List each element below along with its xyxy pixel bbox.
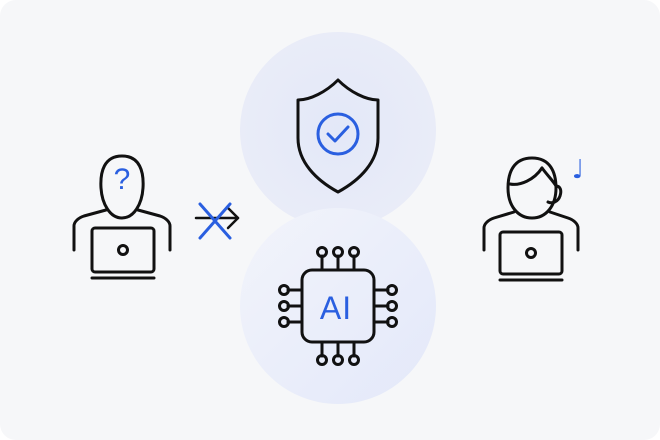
shield-circle: [240, 32, 436, 228]
music-note-icon: ♩: [571, 155, 585, 185]
question-mark-icon: ?: [113, 163, 131, 196]
chip-label: AI: [319, 290, 353, 326]
ai-chip-icon: [278, 246, 398, 366]
chip-circle: [240, 208, 436, 404]
user-with-headset-and-laptop-icon: [482, 156, 580, 282]
unknown-user-with-laptop-icon: [72, 154, 172, 280]
blocked-arrow-icon: [194, 202, 240, 240]
shield-check-icon: [296, 78, 380, 194]
